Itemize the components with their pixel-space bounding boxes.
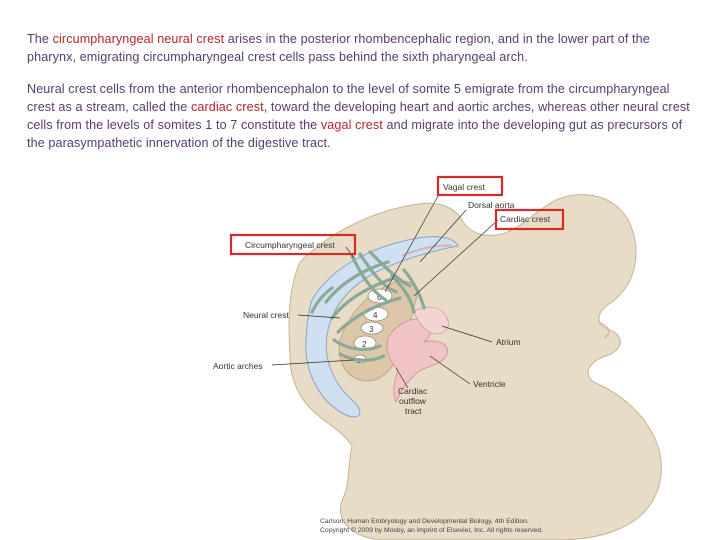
- label-cardiac-outflow-line1: Cardiac: [398, 386, 428, 396]
- dorsal-aorta: [401, 244, 453, 257]
- p2-text-a: Neural crest cells from the anterior rho…: [27, 82, 670, 114]
- arch-number-4: 4: [373, 311, 378, 320]
- credit-line-2: Copyright © 2009 by Mosby, an imprint of…: [320, 526, 543, 534]
- arch-3: [360, 321, 384, 335]
- label-circumpharyngeal-crest: Circumpharyngeal crest: [245, 240, 335, 250]
- label-cardiac-crest: Cardiac crest: [500, 214, 551, 224]
- neural-crest-streams: [310, 250, 426, 362]
- cardiac-crest-callout-box: [494, 208, 565, 231]
- highlight-circumpharyngeal-neural-crest: circumpharyngeal neural crest: [52, 32, 225, 46]
- arch-number-3: 3: [369, 325, 374, 334]
- forebrain-fold: [597, 321, 610, 339]
- neural-tube: [305, 236, 459, 418]
- highlight-vagal-crest: vagal crest: [320, 118, 383, 132]
- label-cardiac-outflow-line3: tract: [405, 406, 422, 416]
- p1-text-a: The: [27, 32, 53, 46]
- label-neural-crest: Neural crest: [243, 310, 289, 320]
- label-vagal-crest: Vagal crest: [443, 182, 486, 192]
- arch-number-2: 2: [362, 340, 367, 349]
- highlight-cardiac-crest: cardiac crest: [191, 100, 264, 114]
- label-ventricle: Ventricle: [473, 379, 506, 389]
- paragraph-cardiac-vagal: Neural crest cells from the anterior rho…: [27, 80, 695, 152]
- p1-text-b: arises in the posterior rhombencephalic …: [27, 32, 650, 64]
- label-cardiac-outflow-line2: outflow: [399, 396, 427, 406]
- label-dorsal-aorta: Dorsal aorta: [468, 200, 515, 210]
- circumpharyngeal-crest-callout-box: [229, 233, 357, 256]
- paragraph-circumpharyngeal: The circumpharyngeal neural crest arises…: [27, 30, 695, 66]
- leader-lines: [271, 195, 499, 389]
- vagal-crest-callout-box: [436, 175, 504, 197]
- label-atrium: Atrium: [496, 337, 521, 347]
- heart-region: [413, 306, 449, 335]
- label-aortic-arches: Aortic arches: [213, 361, 263, 371]
- p2-text-b: , toward the developing heart and aortic…: [27, 100, 690, 132]
- p2-text-c: and migrate into the developing gut as p…: [27, 118, 683, 150]
- credit-line-1: Carlson: Human Embryology and Developmen…: [320, 518, 529, 525]
- figure-credit: Carlson: Human Embryology and Developmen…: [320, 518, 543, 535]
